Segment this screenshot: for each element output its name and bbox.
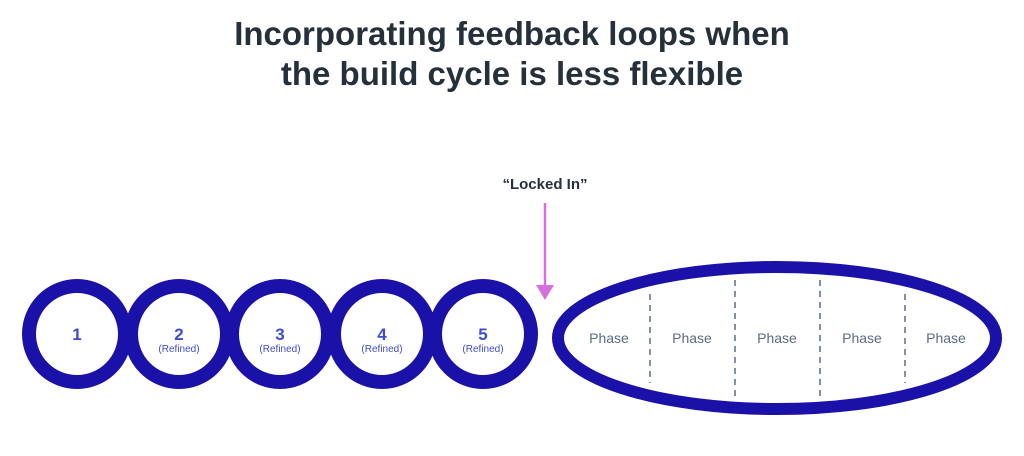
loop-number: 3: [275, 325, 284, 344]
loop-number: 1: [72, 325, 81, 344]
phase-ellipse-group: Phase Phase Phase Phase Phase: [552, 261, 1002, 415]
loop-sub-label: (Refined): [462, 344, 503, 355]
locked-in-label: “Locked In”: [502, 176, 587, 193]
phase-label-1: Phase: [589, 330, 629, 346]
phase-label-4: Phase: [842, 330, 882, 346]
loop-number: 2: [174, 325, 183, 344]
loop-circle-1: 1: [22, 279, 132, 389]
loop-sub-label: (Refined): [259, 344, 300, 355]
loop-circle-2: 2 (Refined): [124, 279, 234, 389]
loop-ring: [428, 279, 538, 389]
title-line-1: Incorporating feedback loops when: [234, 15, 790, 52]
loop-sub-label: (Refined): [361, 344, 402, 355]
loop-circle-3: 3 (Refined): [225, 279, 335, 389]
loop-number: 5: [478, 325, 487, 344]
loop-sub-label: (Refined): [158, 344, 199, 355]
loop-number: 4: [377, 325, 387, 344]
loop-circle-5: 5 (Refined): [428, 279, 538, 389]
phase-ellipse: [552, 261, 1002, 415]
phase-label-3: Phase: [757, 330, 797, 346]
loop-circle-4: 4 (Refined): [327, 279, 437, 389]
phase-label-5: Phase: [926, 330, 966, 346]
locked-in-arrow-head: [536, 285, 554, 300]
phase-label-2: Phase: [672, 330, 712, 346]
page-title: Incorporating feedback loops when the bu…: [0, 14, 1024, 94]
title-line-2: the build cycle is less flexible: [280, 55, 744, 92]
